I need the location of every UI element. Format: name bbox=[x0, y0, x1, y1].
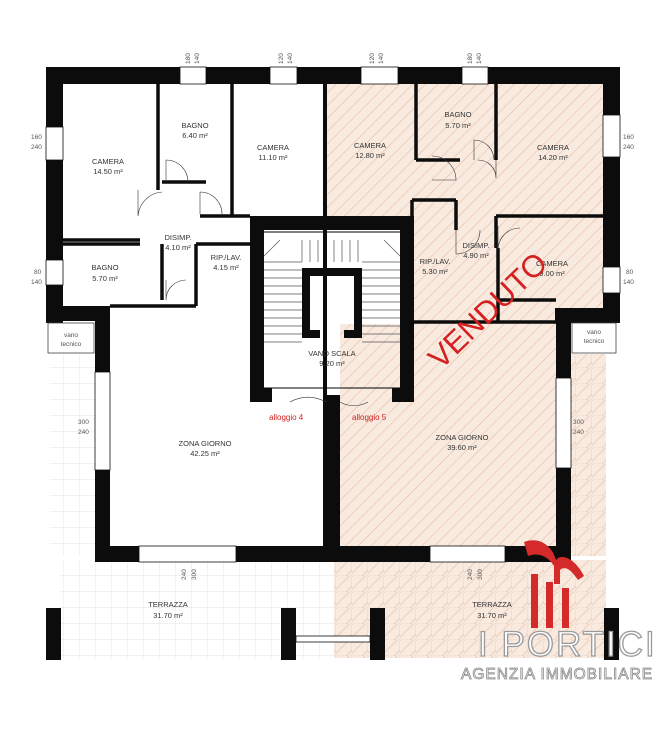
room-area: 4.90 m² bbox=[463, 251, 489, 260]
dimension-label: 240 bbox=[31, 144, 42, 151]
room-name: CAMERA bbox=[354, 141, 386, 150]
dimension-label: 140 bbox=[31, 279, 42, 286]
door-swings bbox=[137, 139, 521, 406]
room-area: 5.70 m² bbox=[92, 274, 118, 283]
brand-name: I PORTICI bbox=[478, 625, 657, 664]
room-name: DISIMP. bbox=[165, 233, 192, 242]
dimension-label: 140 bbox=[194, 53, 201, 64]
dimension-label: 160 bbox=[31, 134, 42, 141]
dimension-label: 300 bbox=[191, 569, 198, 580]
brand-logo-mark bbox=[524, 540, 584, 628]
vano-tecnico-label: vano bbox=[64, 332, 78, 339]
room-name: CAMERA bbox=[537, 143, 569, 152]
vano-tecnico-label: tecnico bbox=[61, 341, 82, 348]
dimension-label: 300 bbox=[78, 419, 89, 426]
dimension-label: 240 bbox=[78, 429, 89, 436]
room-name: ZONA GIORNO bbox=[179, 439, 232, 448]
room-area: 14.20 m² bbox=[538, 153, 568, 162]
room-name: CAMERA bbox=[536, 259, 568, 268]
room-name: TERRAZZA bbox=[472, 600, 512, 609]
room-name: BAGNO bbox=[91, 263, 118, 272]
room-area: 5.30 m² bbox=[422, 267, 448, 276]
room-name: BAGNO bbox=[181, 121, 208, 130]
dimension-label: 140 bbox=[623, 279, 634, 286]
room-area: 39.60 m² bbox=[447, 443, 477, 452]
room-name: RIP./LAV. bbox=[211, 253, 242, 262]
dimension-label: 240 bbox=[181, 569, 188, 580]
dimension-labels: 180 140 120 140 120 140 180 140 160 240 … bbox=[31, 53, 634, 580]
dimension-label: 180 bbox=[185, 53, 192, 64]
vano-tecnico-boxes bbox=[47, 322, 617, 354]
dimension-label: 240 bbox=[467, 569, 474, 580]
room-area: 42.25 m² bbox=[190, 449, 220, 458]
vano-tecnico-label: vano bbox=[587, 329, 601, 336]
room-area: 9.00 m² bbox=[539, 269, 565, 278]
vano-tecnico-labels: vano tecnico vano tecnico bbox=[61, 329, 605, 348]
room-name: TERRAZZA bbox=[148, 600, 188, 609]
room-area: 14.50 m² bbox=[93, 167, 123, 176]
room-name: ZONA GIORNO bbox=[436, 433, 489, 442]
room-name: CAMERA bbox=[92, 157, 124, 166]
dimension-label: 120 bbox=[369, 53, 376, 64]
room-name: BAGNO bbox=[444, 110, 471, 119]
windows bbox=[45, 66, 621, 643]
room-area: 9.20 m² bbox=[319, 359, 345, 368]
dimension-label: 140 bbox=[287, 53, 294, 64]
dimension-label: 120 bbox=[278, 53, 285, 64]
room-area: 5.70 m² bbox=[445, 121, 471, 130]
room-area: 4.10 m² bbox=[165, 243, 191, 252]
brand-tagline: AGENZIA IMMOBILIARE bbox=[461, 666, 653, 683]
dimension-label: 80 bbox=[34, 269, 42, 276]
dimension-label: 160 bbox=[623, 134, 634, 141]
dimension-label: 80 bbox=[626, 269, 634, 276]
room-area: 12.80 m² bbox=[355, 151, 385, 160]
room-name: RIP./LAV. bbox=[420, 257, 451, 266]
dimension-label: 180 bbox=[467, 53, 474, 64]
unit-tag-alloggio-5: alloggio 5 bbox=[352, 413, 387, 422]
dimension-label: 240 bbox=[623, 144, 634, 151]
room-area: 6.40 m² bbox=[182, 131, 208, 140]
vano-tecnico-label: tecnico bbox=[584, 338, 605, 345]
room-labels: CAMERA 14.50 m² BAGNO 6.40 m² CAMERA 11.… bbox=[91, 110, 569, 620]
room-name: DISIMP. bbox=[463, 241, 490, 250]
room-area: 4.15 m² bbox=[213, 263, 239, 272]
room-area: 31.70 m² bbox=[153, 611, 183, 620]
walls bbox=[46, 67, 620, 660]
room-name: CAMERA bbox=[257, 143, 289, 152]
dimension-label: 240 bbox=[573, 429, 584, 436]
dimension-label: 300 bbox=[477, 569, 484, 580]
unit-tag-alloggio-4: alloggio 4 bbox=[269, 413, 304, 422]
dimension-label: 140 bbox=[378, 53, 385, 64]
room-area: 31.70 m² bbox=[477, 611, 507, 620]
partitions bbox=[63, 84, 604, 324]
dimension-label: 140 bbox=[476, 53, 483, 64]
room-area: 11.10 m² bbox=[258, 153, 288, 162]
room-name: VANO SCALA bbox=[308, 349, 355, 358]
dimension-label: 300 bbox=[573, 419, 584, 426]
